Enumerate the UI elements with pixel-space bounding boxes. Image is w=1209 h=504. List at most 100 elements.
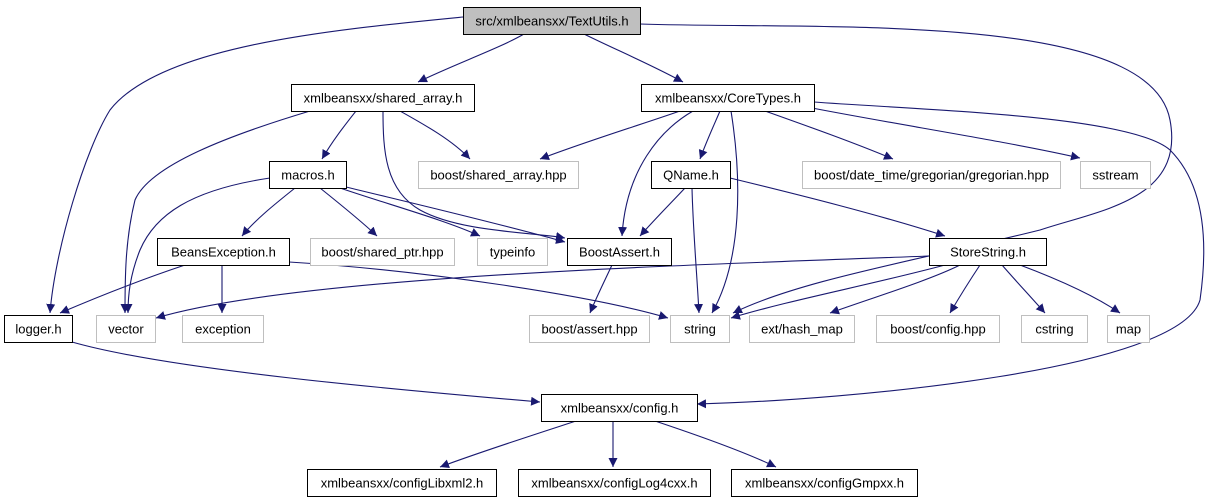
edge-beansexception-to-logger bbox=[59, 264, 186, 314]
node-box bbox=[307, 469, 497, 497]
edge-storestring-to-cstring bbox=[1001, 264, 1046, 314]
edge-shared_array-to-macros bbox=[321, 110, 357, 160]
edge-macros-to-boostassert bbox=[345, 186, 566, 244]
edge-shared_array-to-boostassert bbox=[382, 110, 566, 241]
node-cfg_gmpxx[interactable]: xmlbeansxx/configGmpxx.h bbox=[731, 469, 918, 497]
edge-beansexception-to-string bbox=[288, 261, 669, 320]
node-box bbox=[182, 315, 264, 343]
node-label: xmlbeansxx/shared_array.h bbox=[304, 91, 463, 106]
node-box bbox=[4, 315, 73, 343]
node-box bbox=[1080, 161, 1151, 189]
node-label: StoreString.h bbox=[950, 245, 1026, 260]
node-box bbox=[463, 7, 641, 35]
node-box bbox=[731, 469, 918, 497]
node-label: boost/shared_ptr.hpp bbox=[321, 245, 443, 260]
node-exception: exception bbox=[182, 315, 264, 343]
node-vector: vector bbox=[96, 315, 156, 343]
node-label: ext/hash_map bbox=[761, 322, 843, 337]
node-box bbox=[269, 161, 347, 189]
edge-coretypes-to-string bbox=[711, 110, 739, 314]
edge-textutils-to-coretypes bbox=[583, 33, 684, 83]
node-label: logger.h bbox=[15, 322, 61, 337]
node-boostassert[interactable]: BoostAssert.h bbox=[567, 238, 672, 266]
node-box bbox=[929, 238, 1047, 266]
node-coretypes[interactable]: xmlbeansxx/CoreTypes.h bbox=[641, 84, 815, 112]
edge-macros-to-beansexception bbox=[241, 187, 296, 237]
node-sstream: sstream bbox=[1080, 161, 1151, 189]
node-storestring[interactable]: StoreString.h bbox=[929, 238, 1047, 266]
node-label: xmlbeansxx/CoreTypes.h bbox=[655, 91, 801, 106]
node-hash_map: ext/hash_map bbox=[749, 315, 855, 343]
node-label: src/xmlbeansxx/TextUtils.h bbox=[475, 14, 628, 29]
node-shared_array[interactable]: xmlbeansxx/shared_array.h bbox=[291, 84, 475, 112]
node-boost_config: boost/config.hpp bbox=[876, 315, 1000, 343]
edge-logger-to-config bbox=[71, 341, 541, 406]
edge-config-to-cfg_libxml2 bbox=[439, 420, 577, 469]
node-cfg_log4cxx[interactable]: xmlbeansxx/configLog4cxx.h bbox=[518, 469, 711, 497]
edge-textutils-to-logger bbox=[46, 16, 464, 314]
node-macros[interactable]: macros.h bbox=[269, 161, 347, 189]
node-label: vector bbox=[108, 322, 144, 337]
node-box bbox=[518, 469, 711, 497]
edge-storestring-to-vector bbox=[155, 255, 930, 320]
node-box bbox=[96, 315, 156, 343]
edge-coretypes-to-qname bbox=[698, 110, 721, 160]
node-box bbox=[641, 84, 815, 112]
node-label: BeansException.h bbox=[171, 245, 276, 260]
edge-storestring-to-string bbox=[730, 264, 946, 320]
node-box bbox=[541, 394, 698, 422]
edge-storestring-to-map bbox=[1019, 264, 1121, 314]
node-box bbox=[567, 238, 672, 266]
node-beansexception[interactable]: BeansException.h bbox=[157, 238, 290, 266]
node-label: exception bbox=[195, 322, 251, 337]
edge-macros-to-typeinfo bbox=[339, 187, 481, 237]
node-logger[interactable]: logger.h bbox=[4, 315, 73, 343]
edge-textutils-to-string bbox=[639, 23, 1173, 314]
node-label: typeinfo bbox=[490, 245, 536, 260]
node-box bbox=[310, 238, 455, 266]
node-textutils: src/xmlbeansxx/TextUtils.h bbox=[463, 7, 641, 35]
node-label: macros.h bbox=[281, 168, 334, 183]
edge-storestring-to-hash_map bbox=[829, 264, 961, 315]
node-box bbox=[418, 161, 579, 189]
node-gregorian: boost/date_time/gregorian/gregorian.hpp bbox=[802, 161, 1061, 189]
edge-qname-to-storestring bbox=[729, 177, 946, 238]
node-cstring: cstring bbox=[1021, 315, 1088, 343]
node-box bbox=[802, 161, 1061, 189]
edge-macros-to-vector bbox=[123, 177, 271, 314]
node-box bbox=[291, 84, 475, 112]
edge-coretypes-to-config bbox=[696, 101, 1205, 409]
node-box bbox=[651, 161, 731, 189]
edge-qname-to-boostassert bbox=[639, 187, 686, 237]
node-boost_shared_ptr: boost/shared_ptr.hpp bbox=[310, 238, 455, 266]
edge-macros-to-boost_shared_ptr bbox=[319, 187, 378, 237]
edge-config-to-cfg_gmpxx bbox=[654, 420, 777, 468]
node-label: boost/assert.hpp bbox=[541, 322, 637, 337]
edge-shared_array-to-boost_shared_array bbox=[399, 110, 471, 160]
node-box bbox=[157, 238, 290, 266]
edge-coretypes-to-gregorian bbox=[764, 110, 894, 160]
node-label: xmlbeansxx/configLog4cxx.h bbox=[531, 476, 697, 491]
node-box bbox=[1021, 315, 1088, 343]
node-label: string bbox=[684, 322, 716, 337]
node-label: sstream bbox=[1092, 168, 1138, 183]
node-label: xmlbeansxx/config.h bbox=[561, 401, 679, 416]
node-label: boost/date_time/gregorian/gregorian.hpp bbox=[814, 168, 1049, 183]
edge-qname-to-string bbox=[691, 187, 704, 314]
node-config[interactable]: xmlbeansxx/config.h bbox=[541, 394, 698, 422]
node-label: xmlbeansxx/configGmpxx.h bbox=[745, 476, 904, 491]
node-boost_assert: boost/assert.hpp bbox=[529, 315, 650, 343]
node-box bbox=[749, 315, 855, 343]
edge-textutils-to-shared_array bbox=[417, 33, 525, 83]
edge-boostassert-to-boost_assert bbox=[589, 264, 613, 314]
node-string: string bbox=[670, 315, 730, 343]
node-cfg_libxml2[interactable]: xmlbeansxx/configLibxml2.h bbox=[307, 469, 497, 497]
node-box bbox=[529, 315, 650, 343]
node-box bbox=[1107, 315, 1150, 343]
node-label: boost/config.hpp bbox=[890, 322, 985, 337]
node-box bbox=[876, 315, 1000, 343]
node-qname[interactable]: QName.h bbox=[651, 161, 731, 189]
edge-coretypes-to-sstream bbox=[811, 107, 1081, 161]
edge-shared_array-to-vector bbox=[120, 110, 311, 314]
